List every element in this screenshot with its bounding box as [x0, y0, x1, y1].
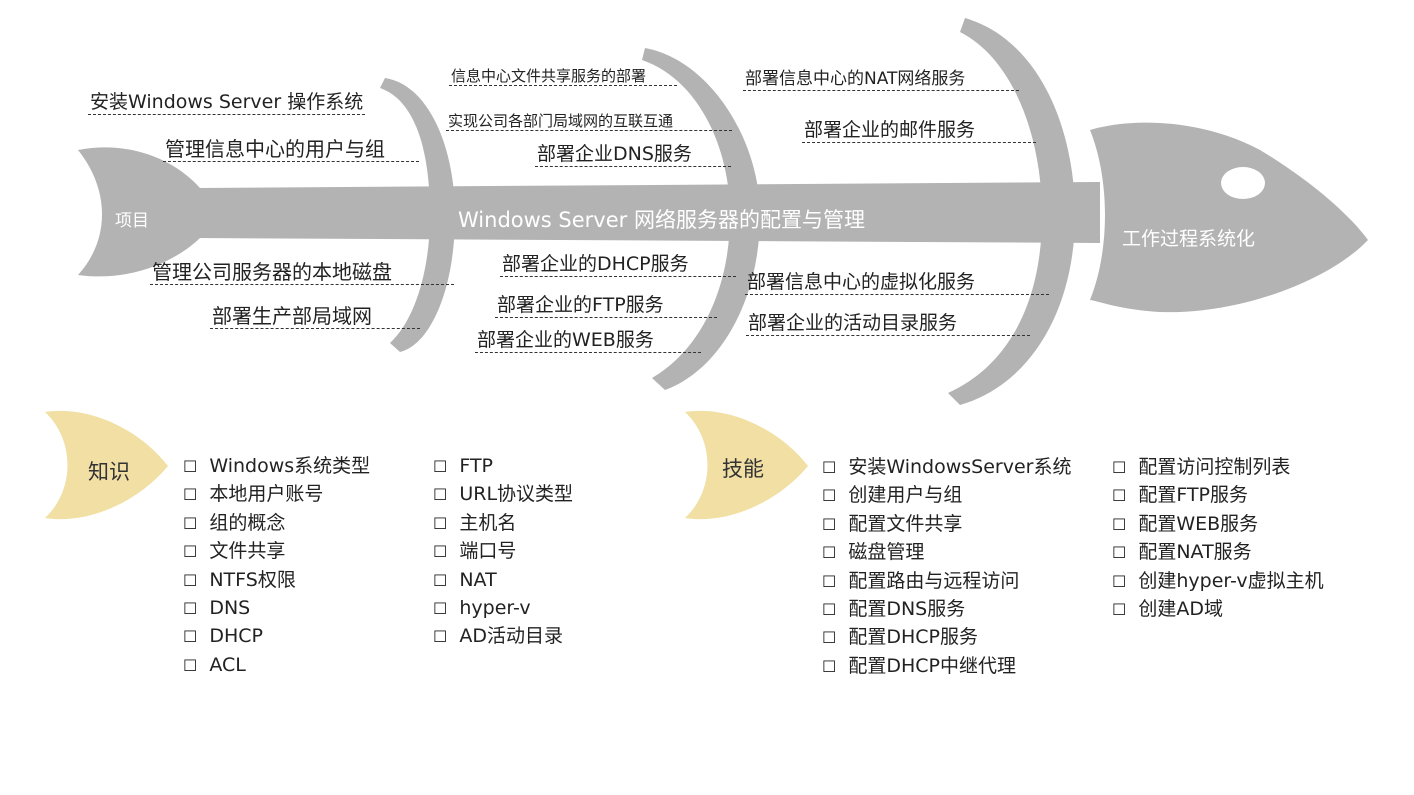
list-item: 安装WindowsServer系统 — [822, 453, 1071, 481]
list-item: hyper-v — [433, 594, 573, 622]
rib-2 — [642, 48, 760, 390]
list-item: URL协议类型 — [433, 480, 573, 508]
list-item: Windows系统类型 — [183, 452, 370, 480]
list-item: 文件共享 — [183, 537, 370, 565]
fish-tail — [78, 147, 200, 277]
cause-label: 管理公司服务器的本地磁盘 — [150, 261, 454, 285]
fish-head — [1090, 122, 1368, 313]
knowledge-list-2: FTP URL协议类型 主机名 端口号 NAT hyper-v AD活动目录 — [433, 452, 573, 651]
head-label: 工作过程系统化 — [1122, 228, 1256, 250]
knowledge-tag-shape — [45, 410, 168, 520]
list-item: 配置WEB服务 — [1112, 510, 1324, 538]
list-item: 配置文件共享 — [822, 510, 1071, 538]
list-item: DNS — [183, 594, 370, 622]
list-item: 配置DHCP中继代理 — [822, 652, 1071, 680]
list-item: 端口号 — [433, 537, 573, 565]
list-item: 磁盘管理 — [822, 538, 1071, 566]
skills-tag-shape — [685, 410, 808, 520]
cause-label: 实现公司各部门局域网的互联互通 — [446, 112, 732, 132]
cause-label: 部署企业DNS服务 — [535, 143, 731, 167]
cause-label: 部署生产部局域网 — [210, 305, 420, 329]
knowledge-title: 知识 — [88, 460, 130, 484]
rib-3 — [948, 18, 1075, 405]
list-item: 本地用户账号 — [183, 480, 370, 508]
fish-eye — [1221, 167, 1265, 199]
cause-label: 部署信息中心的虚拟化服务 — [745, 271, 1049, 295]
list-item: ACL — [183, 651, 370, 679]
cause-label: 部署信息中心的NAT网络服务 — [743, 69, 1019, 91]
cause-label: 部署企业的DHCP服务 — [500, 253, 736, 277]
cause-label: 信息中心文件共享服务的部署 — [449, 67, 677, 87]
list-item: 创建hyper-v虚拟主机 — [1112, 567, 1323, 595]
cause-label: 安装Windows Server 操作系统 — [88, 91, 366, 115]
rib-1 — [380, 78, 455, 352]
fish-spine — [195, 182, 1100, 243]
cause-label: 部署企业的FTP服务 — [495, 294, 717, 318]
cause-label: 部署企业的邮件服务 — [802, 119, 1036, 143]
list-item: 主机名 — [433, 509, 573, 537]
list-item: 组的概念 — [183, 509, 370, 537]
skills-list-2: 配置访问控制列表 配置FTP服务 配置WEB服务 配置NAT服务 创建hyper… — [1112, 453, 1324, 623]
list-item: 配置NAT服务 — [1112, 538, 1324, 566]
cause-label: 部署企业的WEB服务 — [475, 329, 701, 353]
list-item: NTFS权限 — [183, 566, 370, 594]
knowledge-list-1: Windows系统类型 本地用户账号 组的概念 文件共享 NTFS权限 DNS … — [183, 452, 370, 679]
skills-title: 技能 — [722, 457, 764, 481]
list-item: 配置访问控制列表 — [1112, 453, 1324, 481]
list-item: 配置路由与远程访问 — [822, 567, 1071, 595]
cause-label: 部署企业的活动目录服务 — [746, 312, 1030, 336]
spine-label: Windows Server 网络服务器的配置与管理 — [458, 208, 865, 232]
list-item: NAT — [433, 566, 573, 594]
list-item: 创建AD域 — [1112, 595, 1324, 623]
tail-label: 项目 — [115, 211, 149, 231]
list-item: 配置DNS服务 — [822, 595, 1071, 623]
cause-label: 管理信息中心的用户与组 — [163, 138, 419, 162]
list-item: 配置DHCP服务 — [822, 623, 1071, 651]
list-item: 创建用户与组 — [822, 481, 1071, 509]
list-item: 配置FTP服务 — [1112, 481, 1324, 509]
list-item: FTP — [433, 452, 573, 480]
list-item: DHCP — [183, 622, 370, 650]
list-item: AD活动目录 — [433, 622, 573, 650]
skills-list-1: 安装WindowsServer系统 创建用户与组 配置文件共享 磁盘管理 配置路… — [822, 453, 1071, 680]
